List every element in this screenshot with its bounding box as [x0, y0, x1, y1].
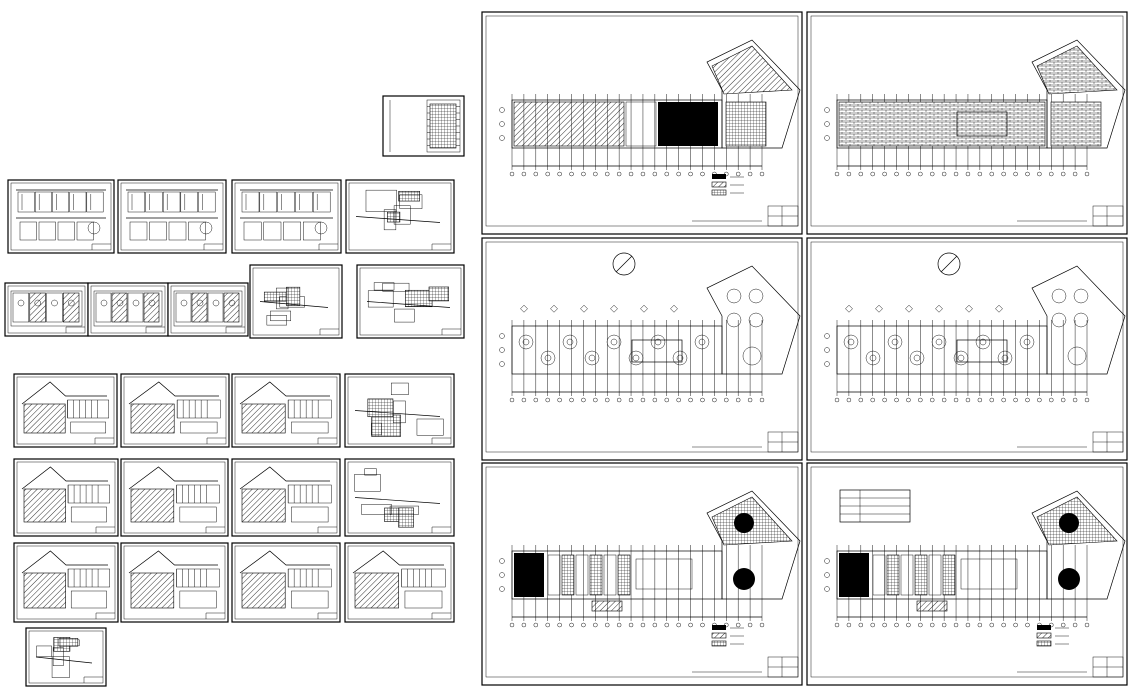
thumbnail-sheet	[344, 373, 455, 448]
thumbnail-sheet	[249, 264, 343, 339]
thumbnail-sheet	[7, 179, 115, 254]
thumbnail-sheet	[120, 458, 229, 537]
thumbnail-sheet	[231, 542, 341, 623]
plan-sheet-floor-finish-plan	[806, 11, 1128, 235]
thumbnail-sheet	[120, 373, 230, 448]
thumbnail-sheet	[13, 542, 119, 623]
plan-sheet-ceiling-plan	[481, 462, 815, 686]
thumbnail-sheet	[231, 373, 341, 448]
plan-sheet-furniture-plan	[806, 237, 1128, 461]
thumbnail-sheet	[13, 458, 119, 537]
thumbnail-sheet	[344, 458, 455, 537]
thumbnail-sheet	[231, 179, 342, 254]
thumbnail-sheet	[345, 179, 455, 254]
plan-sheet-ceiling-plan	[806, 462, 1128, 686]
plan-sheet-floor-finish-plan	[481, 11, 815, 235]
plan-sheet-furniture-plan	[481, 237, 815, 461]
legend-table	[839, 489, 911, 523]
thumbnail-sheet	[117, 179, 227, 254]
cover-sheet	[382, 95, 465, 157]
plan-sheets	[481, 11, 1128, 686]
thumbnail-sheet	[13, 373, 118, 448]
thumbnail-sheets	[4, 95, 465, 687]
thumbnail-sheet	[4, 282, 89, 337]
thumbnail-sheet	[231, 458, 341, 537]
thumbnail-sheet	[120, 542, 229, 623]
thumbnail-sheet	[356, 264, 465, 339]
thumbnail-sheet	[344, 542, 455, 623]
thumbnail-sheet	[167, 282, 249, 337]
thumbnail-sheet	[25, 627, 107, 687]
thumbnail-sheet	[87, 282, 169, 337]
